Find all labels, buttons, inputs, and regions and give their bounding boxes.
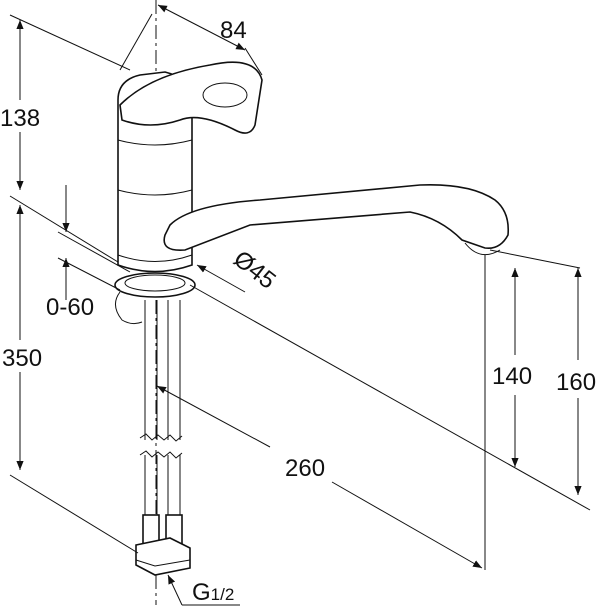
dimension-84: 84 bbox=[220, 17, 247, 44]
dimension-160: 160 bbox=[556, 369, 596, 396]
supply-hoses bbox=[135, 300, 191, 576]
spout bbox=[163, 183, 510, 252]
dimension-140: 140 bbox=[492, 363, 532, 390]
faucet-body bbox=[114, 61, 510, 325]
thread-size-label: G1/2 bbox=[192, 579, 234, 606]
lever bbox=[119, 61, 263, 134]
dimension-138: 138 bbox=[0, 105, 40, 132]
dimension-260: 260 bbox=[285, 455, 325, 482]
thread-size: 1/2 bbox=[211, 585, 235, 604]
dimension-0-60: 0-60 bbox=[46, 294, 94, 321]
thread-prefix: G bbox=[192, 579, 211, 606]
dimension-350: 350 bbox=[2, 345, 42, 372]
